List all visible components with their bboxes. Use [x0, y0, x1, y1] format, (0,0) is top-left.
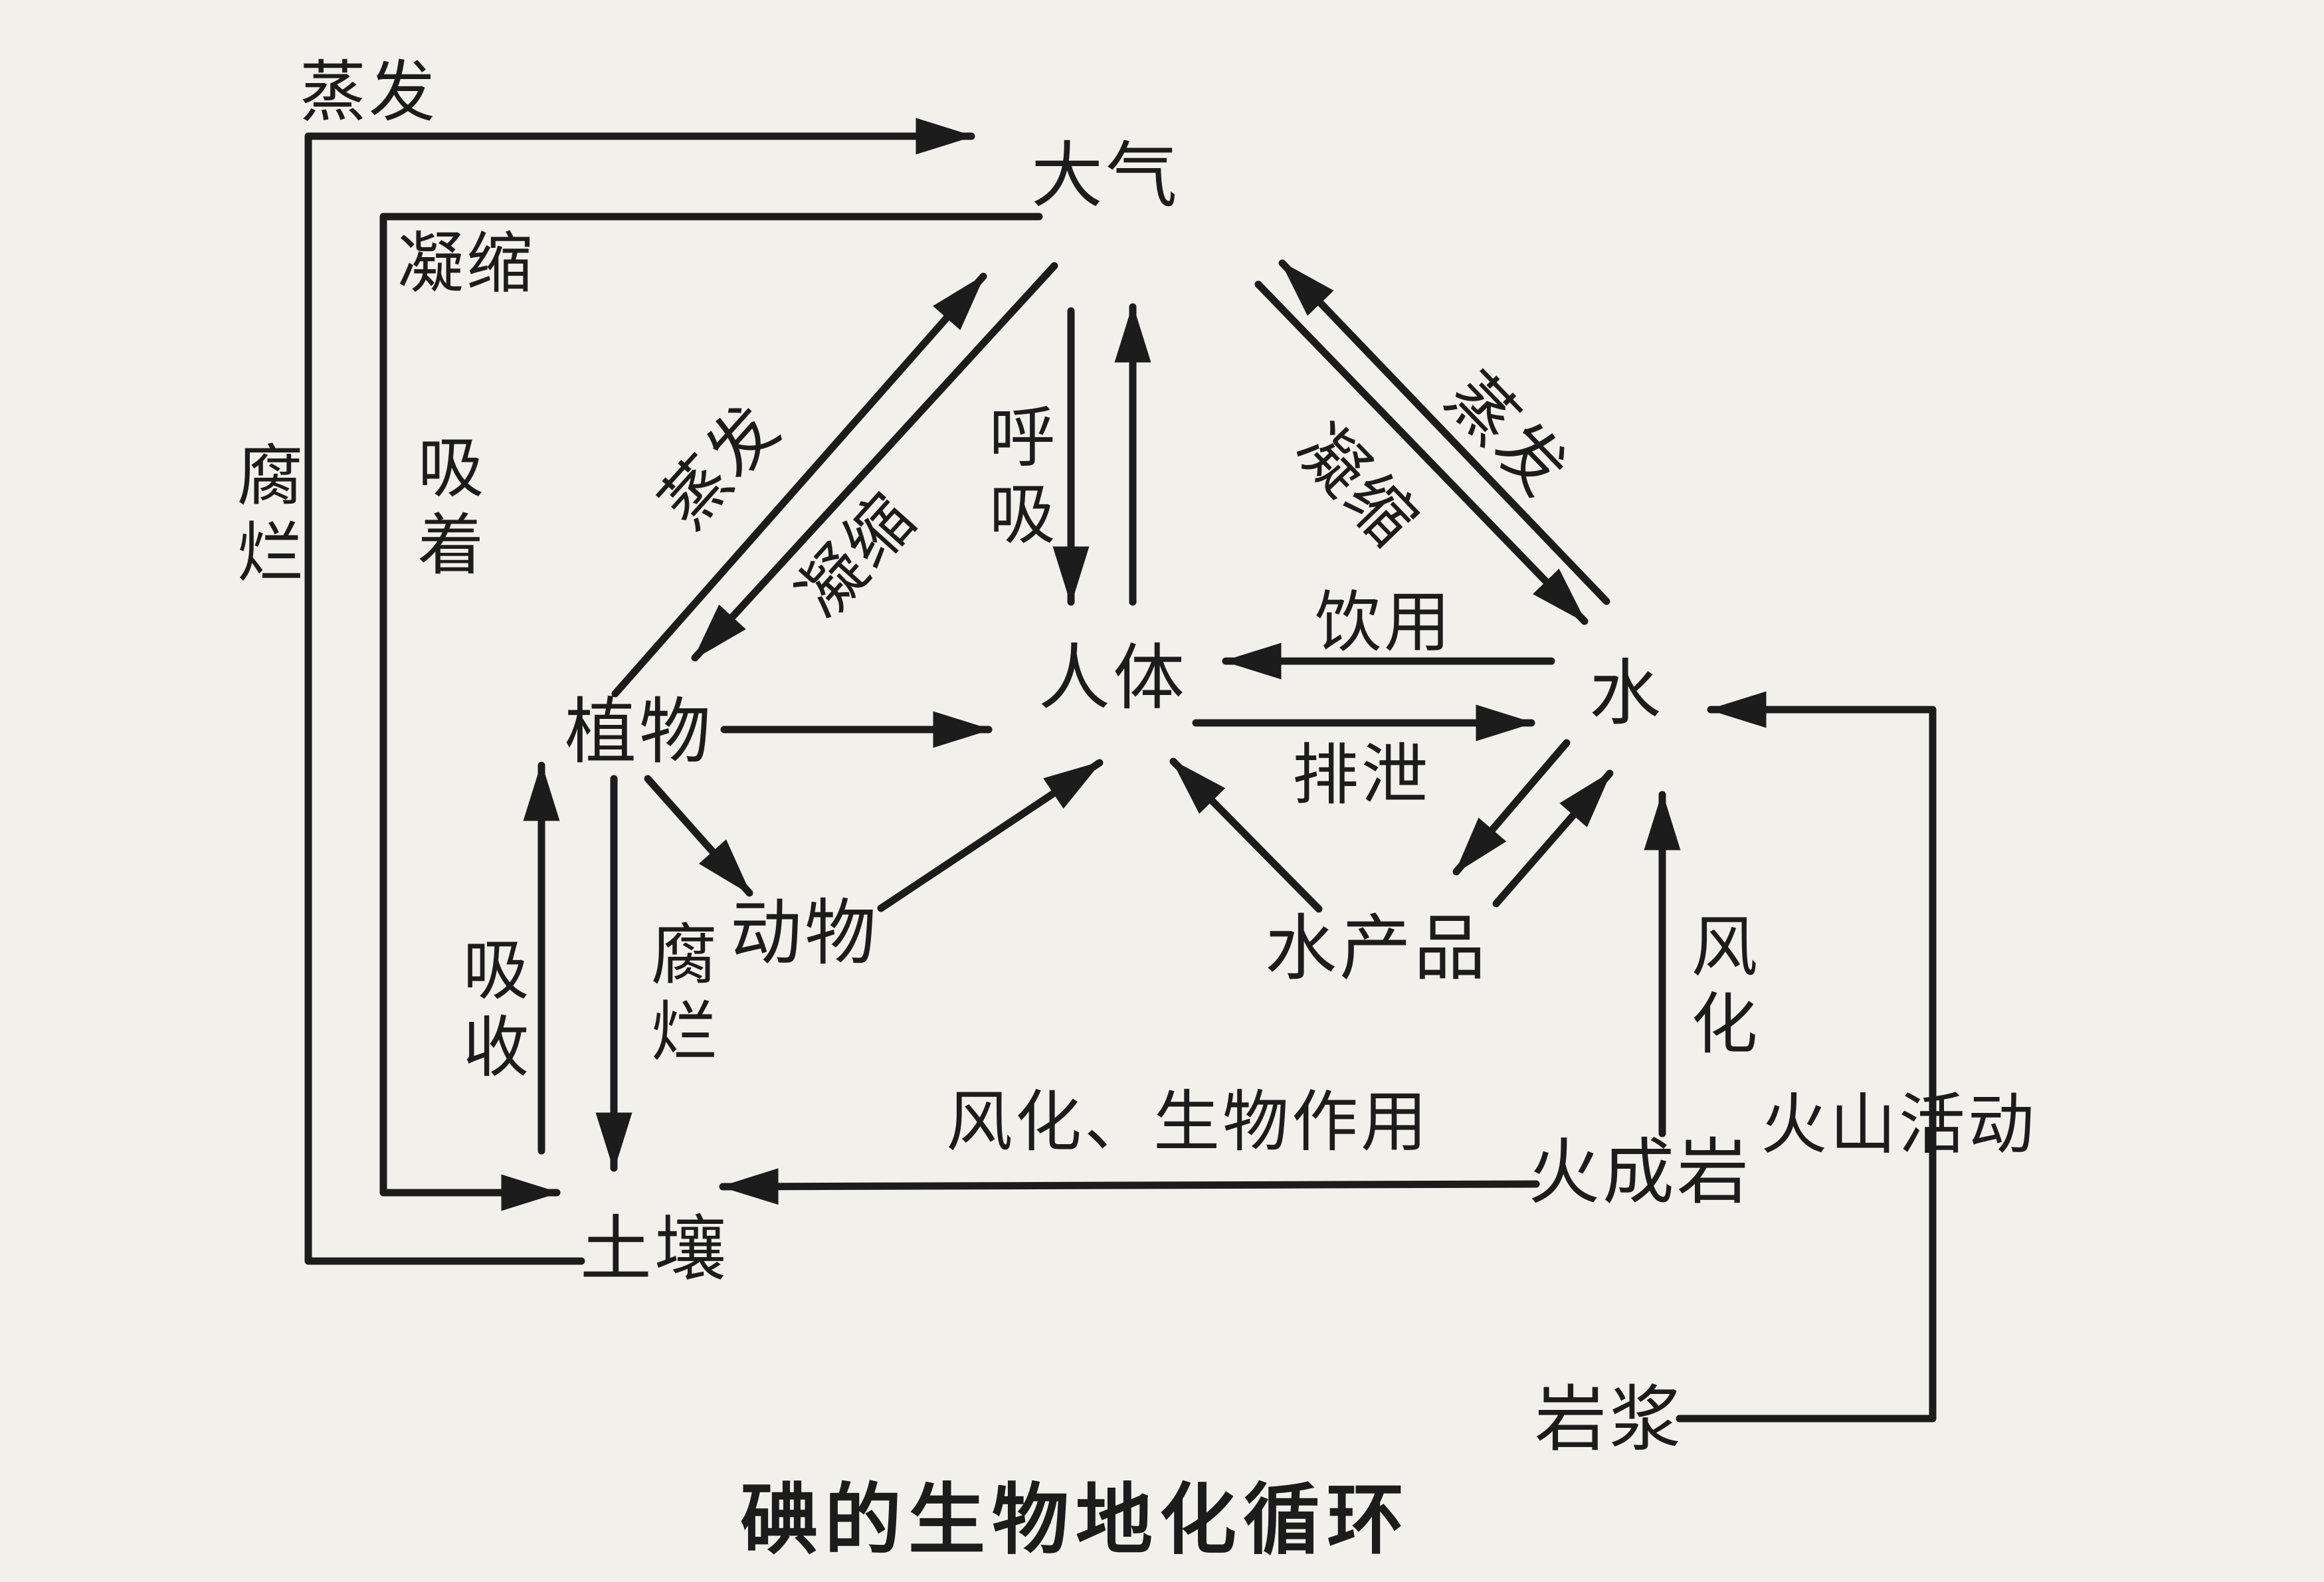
- label-excretion: 排泄: [1292, 739, 1430, 813]
- node-igneous-rock: 火成岩: [1527, 1134, 1752, 1213]
- label-drinking: 饮用: [1315, 586, 1453, 660]
- edge-soil-to-atmosphere: [304, 118, 975, 1265]
- edge-water-to-atmosphere: [1278, 259, 1610, 605]
- node-magma: 岩浆: [1534, 1381, 1684, 1460]
- label-evaporation-top: 蒸发: [300, 56, 438, 130]
- node-soil: 土壤: [579, 1211, 729, 1290]
- label-respiration: 呼吸: [979, 402, 1052, 556]
- node-animals: 动物: [729, 894, 880, 974]
- label-adsorption: 吸着: [407, 433, 481, 587]
- label-decay-left: 腐烂: [227, 441, 300, 595]
- edge-igneous-to-soil: [719, 1168, 1540, 1205]
- node-human-body: 人体: [1038, 639, 1188, 719]
- edge-plants-to-animals: [644, 775, 753, 897]
- label-volcanic-activity: 火山活动: [1761, 1088, 2037, 1162]
- edge-plants-to-atmosphere: [611, 272, 987, 698]
- node-water: 水: [1589, 654, 1664, 734]
- edge-magma-to-water: [1676, 691, 1937, 1423]
- node-aquatic-products: 水产品: [1264, 910, 1489, 989]
- label-absorption: 吸收: [452, 935, 526, 1089]
- label-weathering: 风化: [1681, 912, 1755, 1066]
- edge-atmosphere-to-plants: [691, 262, 1058, 662]
- label-weathering-biological: 风化、生物作用: [946, 1086, 1430, 1159]
- node-plants: 植物: [564, 693, 714, 773]
- edge-atmosphere-to-soil: [379, 213, 1043, 1211]
- edge-aquatic-to-water: [1492, 769, 1614, 908]
- edge-animals-to-human: [877, 759, 1104, 912]
- edge-atmosphere-to-water: [1254, 280, 1589, 625]
- edge-aquatic-to-human: [1169, 757, 1323, 913]
- diagram-title: 碘的生物地化循环: [741, 1478, 1410, 1564]
- label-decay-plants: 腐烂: [640, 920, 714, 1074]
- node-atmosphere: 大气: [1030, 137, 1181, 217]
- label-condensation-left: 凝缩: [397, 227, 535, 301]
- edge-water-to-aquatic: [1452, 739, 1571, 876]
